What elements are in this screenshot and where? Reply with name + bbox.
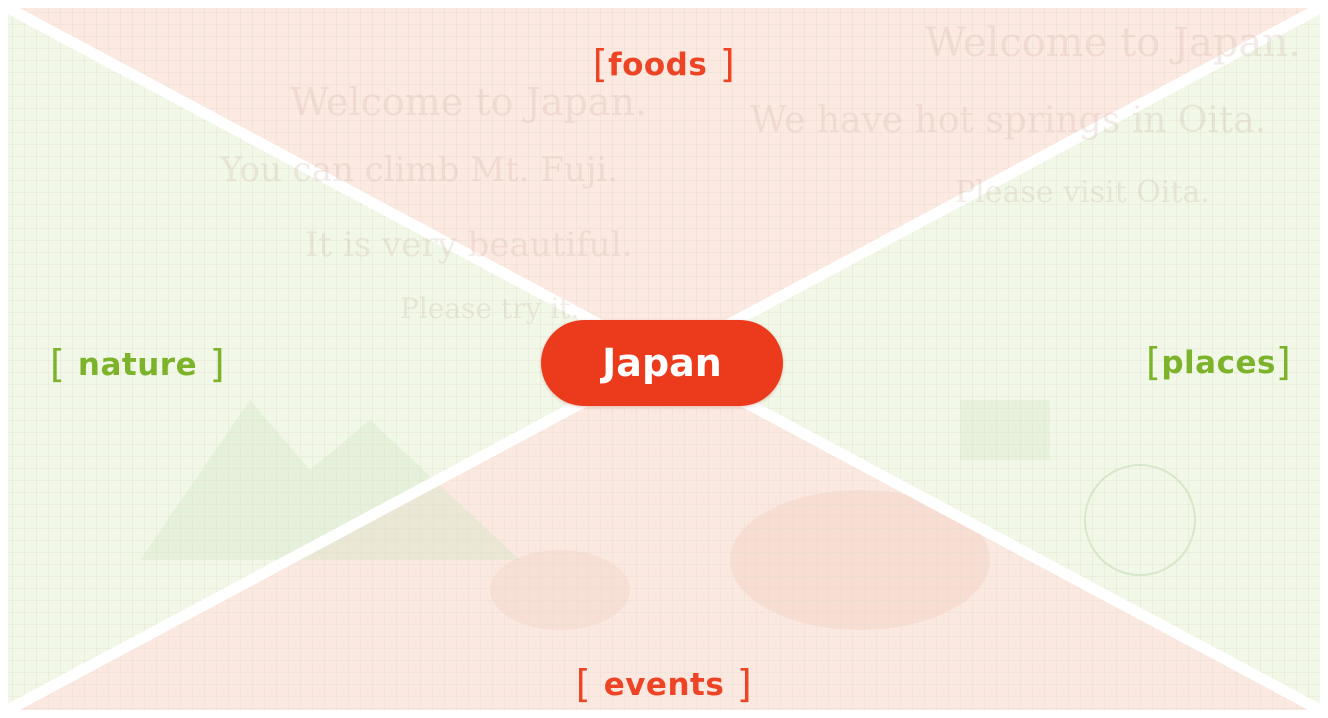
- branch-text-events: events: [603, 667, 725, 703]
- faint-text: We have hot springs in Oita.: [750, 100, 1267, 141]
- faint-text: It is very beautiful.: [305, 225, 633, 265]
- faint-text: Please visit Oita.: [955, 175, 1210, 210]
- branch-label-nature: [ nature ]: [50, 342, 226, 386]
- branch-label-events: [ events ]: [575, 662, 753, 706]
- central-topic-japan: Japan: [541, 320, 783, 406]
- faint-text: You can climb Mt. Fuji.: [220, 150, 619, 190]
- faint-text: Welcome to Japan.: [925, 20, 1301, 66]
- branch-label-places: [places]: [1146, 340, 1292, 384]
- branch-label-foods: [foods ]: [592, 42, 736, 86]
- branch-text-nature: nature: [77, 347, 198, 383]
- branch-text-places: places: [1161, 345, 1276, 381]
- faint-text: Please try it.: [400, 292, 580, 325]
- branch-text-foods: foods: [608, 47, 708, 83]
- faint-text: Welcome to Japan.: [290, 80, 648, 124]
